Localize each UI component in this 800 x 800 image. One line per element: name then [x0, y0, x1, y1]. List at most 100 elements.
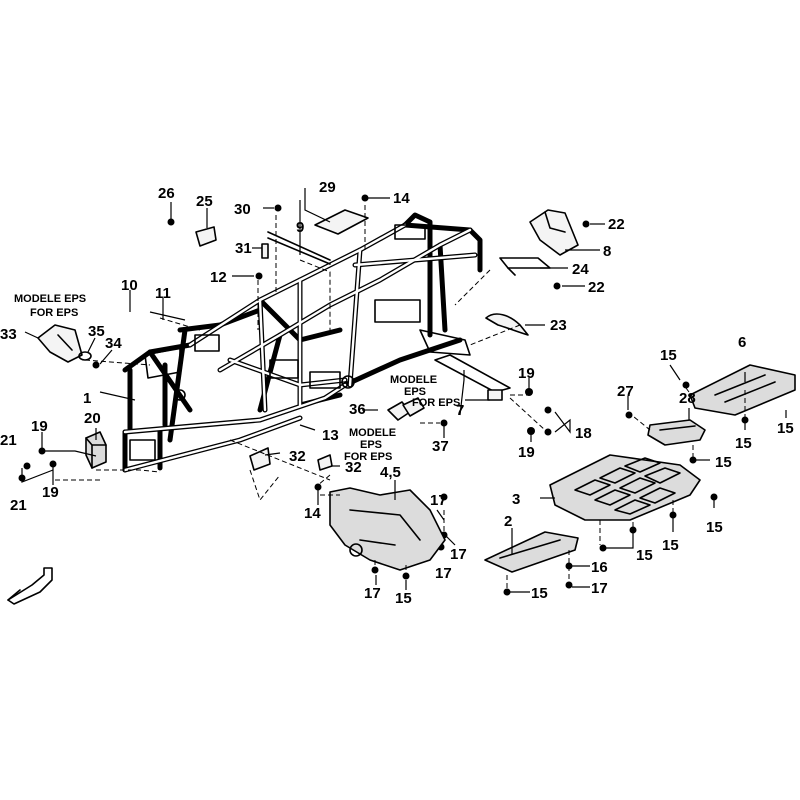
- callout-21-b: 21: [10, 497, 27, 514]
- callout-2: 2: [504, 513, 512, 530]
- bolt-icon: [314, 483, 322, 491]
- callout-22-a: 22: [608, 216, 625, 233]
- callout-31: 31: [235, 240, 252, 257]
- bolt-icon: [544, 406, 552, 414]
- callout-15-h: 15: [636, 547, 653, 564]
- bolt-icon: [255, 272, 263, 280]
- main-frame: [122, 212, 483, 473]
- callout-15-b: 15: [660, 347, 677, 364]
- callout-35: 35: [88, 323, 105, 340]
- bolt-icon: [274, 204, 282, 212]
- skid-plate-28: [647, 419, 706, 446]
- callout-19-a: 19: [31, 418, 48, 435]
- bracket-36: [387, 397, 425, 421]
- callout-3: 3: [512, 491, 520, 508]
- bracket-32: [249, 447, 333, 471]
- bolt-icon: [689, 456, 697, 464]
- callout-32-a: 32: [289, 448, 306, 465]
- leader-lines: [21, 188, 787, 593]
- skid-plate-2: [484, 531, 579, 573]
- callout-18: 18: [575, 425, 592, 442]
- bolt-icon: [629, 526, 637, 534]
- eps-note-mid-line1: MODELE: [390, 374, 437, 386]
- bolt-icon: [553, 282, 561, 290]
- bolt-icon: [710, 493, 718, 501]
- callout-9: 9: [296, 219, 304, 236]
- eps-note-left-line2: FOR EPS: [30, 307, 78, 319]
- bolt-icon: [582, 220, 590, 228]
- rod-9: [267, 231, 331, 265]
- block-20: [85, 431, 107, 469]
- callout-15-d: 15: [777, 420, 794, 437]
- bolt-icon: [49, 460, 57, 468]
- callout-28: 28: [679, 390, 696, 407]
- callout-26: 26: [158, 185, 175, 202]
- bolts: [18, 194, 749, 596]
- callout-14-top: 14: [393, 190, 410, 207]
- bolt-icon: [544, 428, 552, 436]
- callout-4-5: 4,5: [380, 464, 401, 481]
- callout-29: 29: [319, 179, 336, 196]
- bolt-icon: [92, 361, 100, 369]
- bolt-icon: [741, 416, 749, 424]
- callout-15-a: 15: [395, 590, 412, 607]
- bolt-icon: [625, 411, 633, 419]
- callout-1: 1: [83, 390, 91, 407]
- callout-27: 27: [617, 383, 634, 400]
- bolt-icon: [23, 462, 31, 470]
- bolt-icon: [682, 381, 690, 389]
- guard-4-5: [329, 487, 446, 571]
- callout-10: 10: [121, 277, 138, 294]
- front-arrow-icon: [7, 567, 53, 605]
- callout-15-c: 15: [735, 435, 752, 452]
- callout-25: 25: [196, 193, 213, 210]
- bolt-icon: [599, 544, 607, 552]
- bolt-icon: [167, 218, 175, 226]
- skid-plate-6: [689, 364, 796, 416]
- callout-15-e: 15: [715, 454, 732, 471]
- bolt-icon: [527, 427, 535, 435]
- cover-23: [485, 313, 529, 336]
- callout-8: 8: [603, 243, 611, 260]
- callout-15-i: 15: [531, 585, 548, 602]
- callout-17-b: 17: [450, 546, 467, 563]
- callout-32-b: 32: [345, 459, 362, 476]
- callout-19-b: 19: [42, 484, 59, 501]
- eps-notes: MODELE EPS FOR EPS MODELE EPS FOR EPS MO…: [14, 293, 460, 463]
- callout-23: 23: [550, 317, 567, 334]
- bracket-8: [529, 209, 579, 256]
- bolt-icon: [440, 419, 448, 427]
- bracket-24: [499, 257, 551, 276]
- callout-15-f: 15: [706, 519, 723, 536]
- callout-16: 16: [591, 559, 608, 576]
- bolt-icon: [565, 581, 573, 589]
- plate-29: [314, 209, 369, 235]
- eps-note-left-line1: MODELE EPS: [14, 293, 86, 305]
- assembly-lines: [55, 205, 746, 590]
- callout-17-e: 17: [591, 580, 608, 597]
- callout-20: 20: [84, 410, 101, 427]
- bolt-icon: [503, 588, 511, 596]
- cable-10: [149, 311, 186, 321]
- callout-7: 7: [456, 402, 464, 419]
- bolt-icon: [525, 388, 533, 396]
- eps-note-mid-line2: EPS: [404, 386, 426, 398]
- callout-17-d: 17: [364, 585, 381, 602]
- callout-12: 12: [210, 269, 227, 286]
- eps-note-mid-line3: FOR EPS: [412, 397, 460, 409]
- bolt-icon: [440, 493, 448, 501]
- callout-11: 11: [155, 285, 171, 302]
- callout-22-b: 22: [588, 279, 605, 296]
- callout-15-g: 15: [662, 537, 679, 554]
- callouts: 26 25 30 29 14 9 31 12 10 11 35 34 33 1 …: [0, 179, 794, 607]
- callout-6: 6: [738, 334, 746, 351]
- callout-30: 30: [234, 201, 251, 218]
- callout-34: 34: [105, 335, 122, 352]
- crossbar-7: [434, 354, 511, 401]
- eps-note-low-line2: EPS: [360, 439, 382, 451]
- callout-13: 13: [322, 427, 339, 444]
- pin-31: [261, 243, 269, 259]
- callout-37: 37: [432, 438, 449, 455]
- callout-36: 36: [349, 401, 366, 418]
